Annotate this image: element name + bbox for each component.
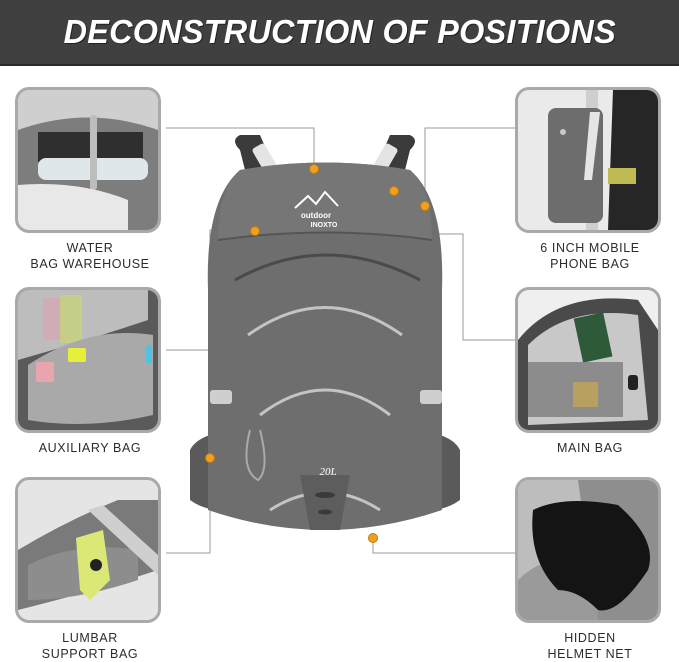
phone-bag-photo	[518, 90, 658, 230]
helmet-net-photo	[518, 480, 658, 620]
caption-line: BAG WAREHOUSE	[30, 257, 150, 271]
caption-auxiliary-bag: AUXILIARY BAG	[5, 440, 175, 456]
caption-water-bag: WATER BAG WAREHOUSE	[5, 240, 175, 272]
lumbar-bag-photo	[18, 480, 158, 620]
marker-dot-lumbar-bag	[205, 453, 215, 463]
auxiliary-bag-photo	[18, 290, 158, 430]
caption-line: AUXILIARY BAG	[38, 441, 142, 455]
main-bag-photo	[518, 290, 658, 430]
marker-dot-phone-bag	[420, 201, 430, 211]
brand-logo-sub: INOXTO	[311, 222, 338, 229]
backpack-illustration: outdoor INOXTO 20L	[190, 135, 460, 530]
panel-main-bag	[515, 287, 661, 433]
panel-phone-bag	[515, 87, 661, 233]
caption-helmet-net: HIDDEN HELMET NET	[505, 630, 675, 662]
connector-phone-bag	[424, 127, 515, 205]
marker-dot-helmet-net	[368, 533, 378, 543]
brand-logo: outdoor	[301, 211, 331, 220]
caption-main-bag: MAIN BAG	[505, 440, 675, 456]
panel-lumbar-bag	[15, 477, 161, 623]
caption-line: PHONE BAG	[550, 257, 630, 271]
panel-auxiliary-bag	[15, 287, 161, 433]
caption-line: 6 INCH MOBILE	[540, 241, 640, 255]
marker-dot-auxiliary-bag	[250, 226, 260, 236]
caption-line: LUMBAR	[62, 631, 118, 645]
caption-phone-bag: 6 INCH MOBILE PHONE BAG	[505, 240, 675, 272]
caption-line: HELMET NET	[547, 647, 633, 661]
panel-water-bag	[15, 87, 161, 233]
marker-dot-water-bag	[309, 164, 319, 174]
caption-line: SUPPORT BAG	[41, 647, 139, 661]
water-bag-photo	[18, 90, 158, 230]
caption-line: WATER	[66, 241, 114, 255]
page-title: DECONSTRUCTION OF POSITIONS	[63, 13, 616, 50]
caption-line: HIDDEN	[564, 631, 616, 645]
title-banner: DECONSTRUCTION OF POSITIONS	[0, 0, 679, 66]
marker-dot-main-bag	[389, 186, 399, 196]
connector-water-bag	[166, 127, 315, 166]
caption-line: MAIN BAG	[557, 441, 623, 455]
caption-lumbar-bag: LUMBAR SUPPORT BAG	[5, 630, 175, 662]
panel-helmet-net	[515, 477, 661, 623]
capacity-label: 20L	[319, 466, 336, 478]
